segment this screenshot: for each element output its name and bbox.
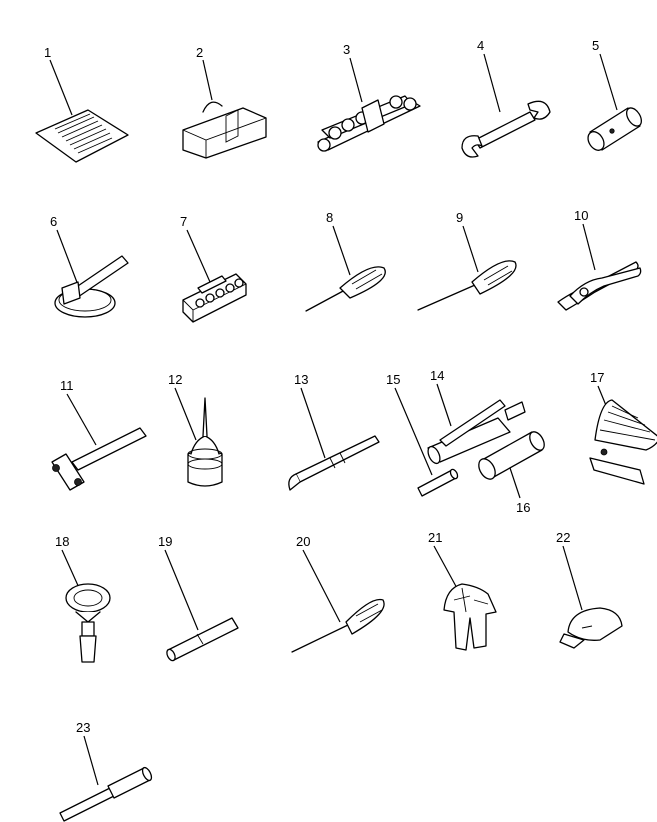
screwdriver-icon: 20 [291, 534, 385, 653]
callout-number: 10 [574, 208, 588, 223]
callout-number: 13 [294, 372, 308, 387]
funnel-icon: 18 [55, 534, 111, 663]
pin-icon: 15 [386, 372, 459, 497]
manual-icon: 1 [35, 45, 129, 163]
cap-icon: 22 [556, 530, 623, 649]
socket-set-icon: 7 [180, 214, 247, 323]
callout-number: 14 [430, 368, 444, 383]
callout-number: 9 [456, 210, 463, 225]
callout-number: 16 [516, 500, 530, 515]
callout-number: 12 [168, 372, 182, 387]
tool-bag-icon: 2 [182, 45, 267, 159]
pry-bar-icon: 13 [288, 372, 380, 491]
callout-number: 20 [296, 534, 310, 549]
callout-number: 7 [180, 214, 187, 229]
filter-wrench-icon: 6 [50, 214, 129, 318]
callout-number: 23 [76, 720, 90, 735]
callout-number: 3 [343, 42, 350, 57]
callout-number: 17 [590, 370, 604, 385]
pliers-icon: 10 [557, 208, 642, 311]
punch-icon: 23 [59, 720, 153, 822]
gloves-icon: 21 [428, 530, 497, 651]
feeler-gauge-icon: 17 [589, 370, 657, 485]
callout-number: 22 [556, 530, 570, 545]
wrench-set-icon: 3 [317, 42, 421, 152]
callout-number: 4 [477, 38, 484, 53]
callout-number: 8 [326, 210, 333, 225]
callout-number: 19 [158, 534, 172, 549]
hammer-icon: 11 [51, 378, 147, 491]
oil-can-icon: 12 [168, 372, 223, 487]
callout-number: 21 [428, 530, 442, 545]
callout-number: 6 [50, 214, 57, 229]
grease-gun-icon: 14 [427, 368, 526, 465]
screwdriver-icon: 8 [305, 210, 386, 312]
callout-number: 2 [196, 45, 203, 60]
callout-number: 18 [55, 534, 69, 549]
socket-wrench-icon: 5 [587, 38, 642, 151]
cartridge-icon: 16 [478, 431, 545, 515]
callout-number: 1 [44, 45, 51, 60]
callout-number: 15 [386, 372, 400, 387]
callout-number: 5 [592, 38, 599, 53]
screwdriver-icon: 9 [417, 210, 517, 311]
callout-number: 11 [60, 378, 74, 393]
open-end-wrench-icon: 4 [461, 38, 551, 158]
bar-icon: 19 [158, 534, 239, 662]
